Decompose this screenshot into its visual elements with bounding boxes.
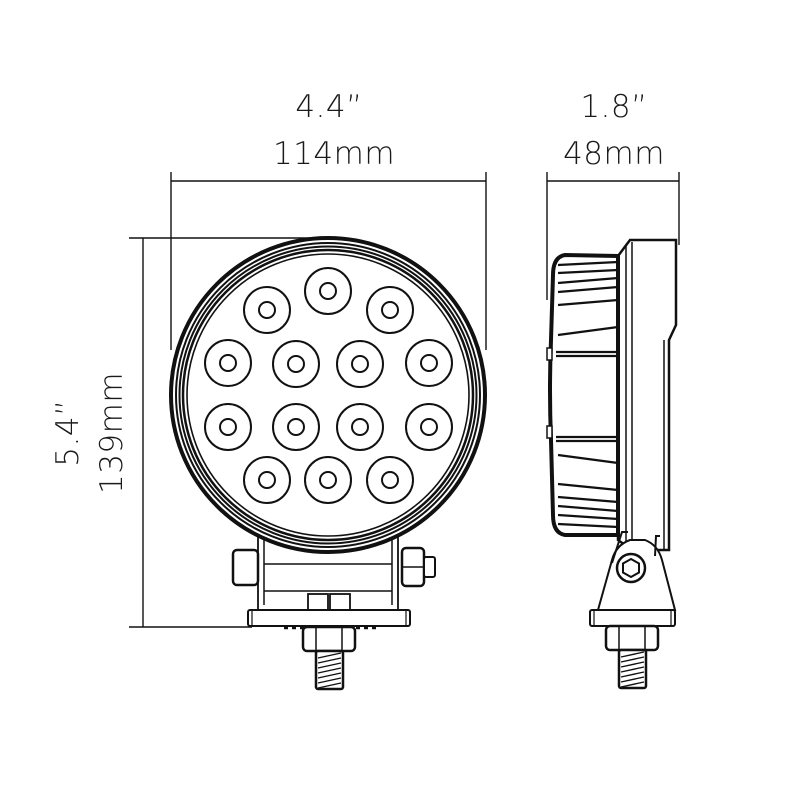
led <box>243 286 291 334</box>
depth-metric-label: 48mm <box>563 136 665 172</box>
height-metric-label: 139mm <box>94 372 130 494</box>
led-array <box>204 267 453 504</box>
led <box>366 456 414 504</box>
height-dimension: 5.4” 139mm <box>50 237 320 628</box>
front-view <box>169 236 487 691</box>
depth-dimension: 1.8” 48mm <box>546 89 680 300</box>
cooling-fins <box>556 260 619 529</box>
width-metric-label: 114mm <box>273 136 395 172</box>
led <box>272 403 320 451</box>
led <box>336 340 384 388</box>
front-housing <box>169 236 487 554</box>
side-view <box>546 238 678 690</box>
side-mount-bracket <box>589 531 677 690</box>
led <box>336 403 384 451</box>
width-imperial-label: 4.4” <box>295 89 362 125</box>
led <box>366 286 414 334</box>
led <box>272 340 320 388</box>
width-dimension: 4.4” 114mm <box>170 89 487 350</box>
led <box>204 403 252 451</box>
front-mount-bracket <box>231 534 436 691</box>
depth-imperial-label: 1.8” <box>580 89 647 125</box>
led <box>243 456 291 504</box>
led <box>405 339 453 387</box>
led <box>304 456 352 504</box>
led <box>204 339 252 387</box>
height-imperial-label: 5.4” <box>50 399 86 466</box>
side-front-body <box>548 252 620 537</box>
led <box>405 403 453 451</box>
led <box>304 267 352 315</box>
